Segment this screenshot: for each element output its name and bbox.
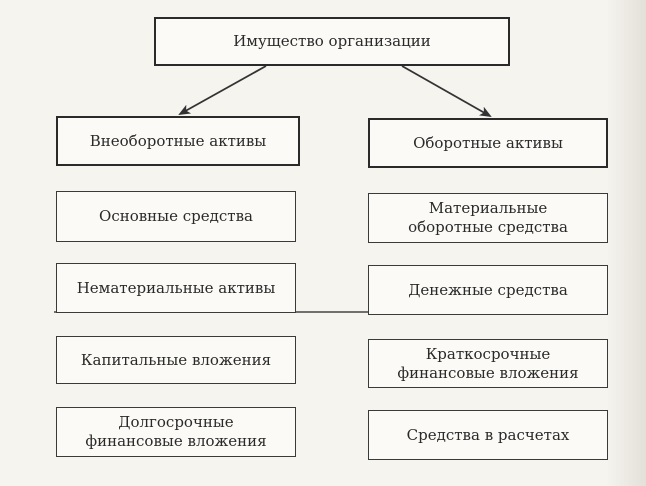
- left-item-label-4: Долгосрочные финансовые вложения: [85, 413, 267, 450]
- root-box: Имущество организации: [154, 17, 510, 66]
- right-item-label-3: Краткосрочные финансовые вложения: [397, 344, 579, 382]
- current-assets-header-label: Оборотные активы: [413, 133, 563, 152]
- left-item-box-1: Основные средства: [56, 191, 296, 242]
- left-item-box-4: Долгосрочные финансовые вложения: [56, 407, 296, 457]
- left-item-label-3: Капитальные вложения: [80, 350, 272, 369]
- right-item-box-1: Материальные оборотные средства: [368, 193, 608, 243]
- right-item-box-4: Средства в расчетах: [368, 410, 608, 460]
- right-item-label-1: Материальные оборотные средства: [408, 199, 568, 236]
- left-item-box-2: Нематериальные активы: [56, 263, 296, 313]
- left-item-label-1: Основные средства: [99, 207, 253, 225]
- arrow-to-noncurrent-assets: [178, 65, 267, 115]
- arrow-to-current-assets: [401, 65, 492, 117]
- right-item-box-3: Краткосрочные финансовые вложения: [368, 339, 608, 388]
- noncurrent-assets-header-box: Внеоборотные активы: [56, 116, 300, 166]
- left-item-box-3: Капитальные вложения: [56, 336, 296, 384]
- current-assets-header-box: Оборотные активы: [368, 118, 608, 168]
- right-item-label-2: Денежные средства: [408, 280, 568, 299]
- noncurrent-assets-header-label: Внеоборотные активы: [89, 131, 267, 150]
- left-item-label-2: Нематериальные активы: [76, 278, 276, 297]
- page-edge-shadow: [606, 0, 646, 486]
- root-label: Имущество организации: [233, 32, 431, 50]
- right-item-label-4: Средства в расчетах: [406, 425, 570, 444]
- right-item-box-2: Денежные средства: [368, 265, 608, 315]
